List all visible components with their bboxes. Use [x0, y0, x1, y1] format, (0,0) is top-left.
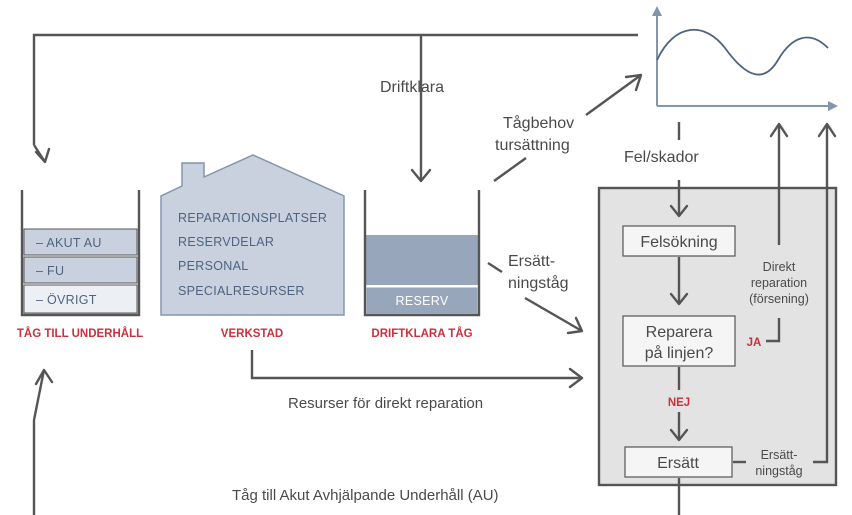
- reparera-label-1: Reparera: [646, 324, 713, 341]
- tagbehov-arrow: [493, 73, 643, 182]
- ersatt-label: Ersätt: [657, 455, 699, 472]
- direkt-label-1: Direkt: [763, 260, 796, 274]
- direkt-label-2: reparation: [751, 276, 807, 290]
- underhall-row-ovrigt: – ÖVRIGT: [36, 293, 97, 307]
- fel-skador-label: Fel/skador: [624, 149, 699, 166]
- verkstad-item-personal: PERSONAL: [178, 259, 248, 273]
- resurser-label: Resurser för direkt reparation: [288, 395, 483, 412]
- verkstad-item-specialresurser: SPECIALRESURSER: [178, 284, 305, 298]
- driftklara-caption: DRIFTKLARA TÅG: [371, 327, 472, 340]
- direkt-label-3: (försening): [749, 292, 809, 306]
- ersatt-tag-arrow: [487, 261, 584, 335]
- reparera-label-2: på linjen?: [645, 344, 714, 362]
- tagbehov-label-2: tursättning: [495, 137, 570, 154]
- ersatt-box: Ersätt: [624, 446, 733, 515]
- felsokning-label: Felsökning: [640, 234, 717, 251]
- driftklara-tank: RESERV DRIFTKLARA TÅG: [363, 190, 481, 340]
- verkstad-item-reservdelar: RESERVDELAR: [178, 235, 274, 249]
- akut-au-label: Tåg till Akut Avhjälpande Underhåll (AU): [232, 487, 499, 504]
- ersatt-tag-label-2: ningståg: [508, 274, 569, 292]
- underhall-tank: – AKUT AU – FU – ÖVRIGT TÅG TILL UNDERHÅ…: [17, 190, 143, 340]
- resurser-arrow: [250, 350, 584, 389]
- tagbehov-label-1: Tågbehov: [503, 114, 574, 132]
- underhall-caption: TÅG TILL UNDERHÅLL: [17, 327, 143, 340]
- driftklara-label: Driftklara: [380, 79, 444, 96]
- ja-label: JA: [747, 337, 762, 349]
- verkstad-caption: VERKSTAD: [221, 328, 283, 340]
- underhall-row-fu: – FU: [36, 264, 64, 278]
- ersatt-ningstag-path: [733, 122, 837, 464]
- felsokning-box: Felsökning: [622, 180, 736, 257]
- ersatt-tag-label-1: Ersätt-: [508, 253, 555, 270]
- akut-au-arrow: [32, 368, 54, 515]
- reparera-box: Reparera på linjen?: [622, 257, 736, 367]
- verkstad-house: REPARATIONSPLATSER RESERVDELAR PERSONAL …: [160, 154, 345, 340]
- underhall-row-akut: – AKUT AU: [36, 236, 102, 250]
- verkstad-item-reparationsplatser: REPARATIONSPLATSER: [178, 211, 327, 225]
- ja-path: [766, 122, 789, 343]
- ersatt-ningstag-label-2: ningståg: [755, 464, 802, 478]
- ersatt-ningstag-label-1: Ersätt-: [761, 448, 798, 462]
- nej-label: NEJ: [668, 397, 690, 409]
- top-feedback-arrow: [32, 33, 638, 183]
- nej-path: [669, 367, 689, 442]
- demand-chart: [652, 6, 838, 111]
- reserv-label: RESERV: [396, 294, 449, 308]
